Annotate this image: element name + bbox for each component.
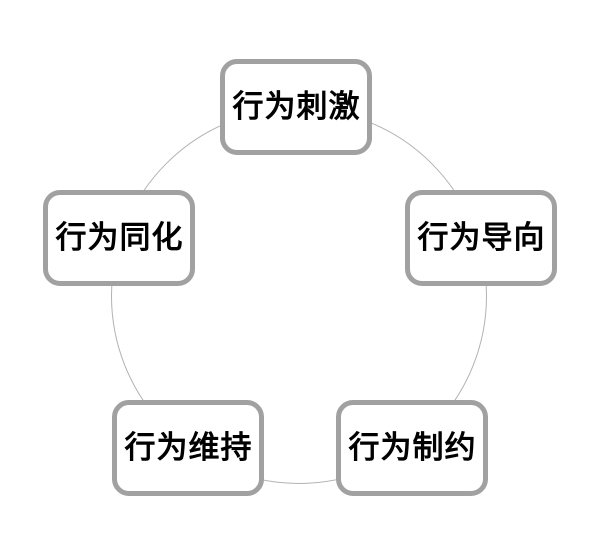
node-behavior-stimulus-label: 行为刺激 [232, 88, 361, 125]
node-behavior-orientation: 行为导向 [405, 190, 557, 286]
node-behavior-restriction-label: 行为制约 [348, 429, 477, 466]
node-behavior-restriction: 行为制约 [336, 400, 488, 496]
node-behavior-maintenance-label: 行为维持 [124, 429, 253, 466]
node-behavior-assimilation-label: 行为同化 [55, 219, 184, 256]
node-behavior-assimilation: 行为同化 [43, 190, 195, 286]
node-behavior-orientation-label: 行为导向 [417, 219, 546, 256]
node-behavior-stimulus: 行为刺激 [220, 59, 372, 155]
node-behavior-maintenance: 行为维持 [112, 400, 264, 496]
